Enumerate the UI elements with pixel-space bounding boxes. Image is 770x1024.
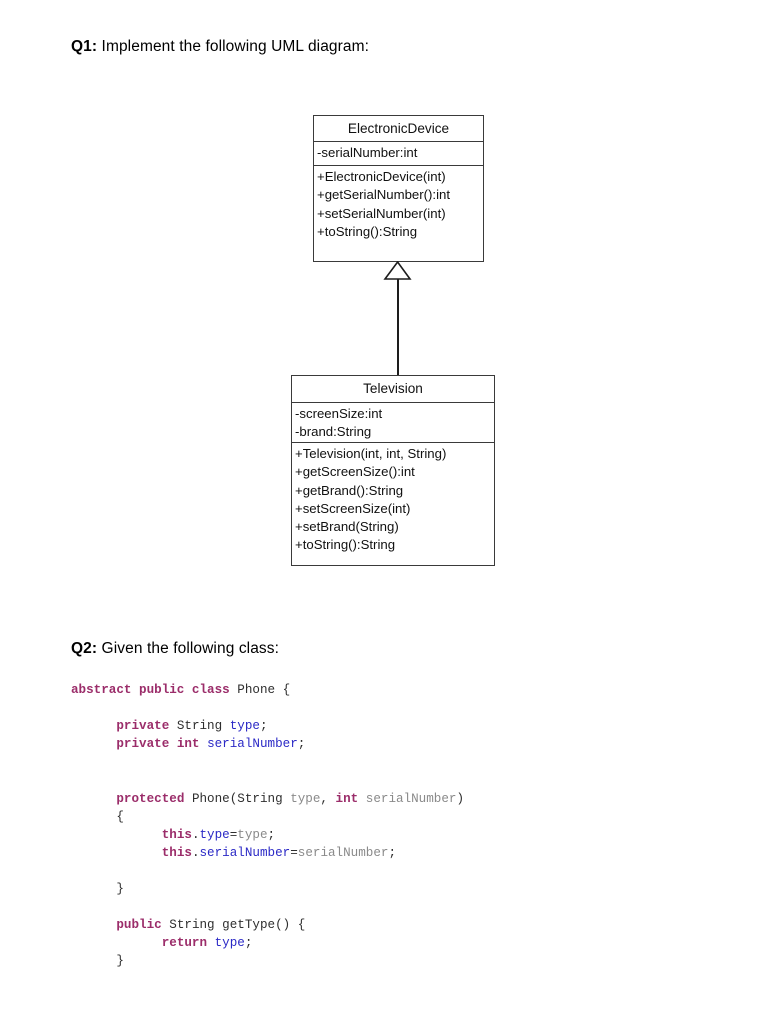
uml-operation: +setScreenSize(int) [295, 500, 411, 516]
uml-operation: +Television(int, int, String) [295, 446, 447, 461]
code-token: serialNumber [207, 737, 298, 752]
uml-attributes-compartment: -serialNumber:int [314, 141, 483, 165]
uml-operation: +ElectronicDevice(int) [317, 169, 446, 184]
java-code-block: abstract public class Phone { private St… [71, 681, 464, 971]
uml-attribute: -screenSize:int [295, 406, 383, 421]
uml-diagram: ElectronicDevice -serialNumber:int +Elec… [291, 115, 495, 566]
code-line [71, 862, 464, 880]
question-2-heading: Q2: Given the following class: [71, 640, 279, 658]
code-line [71, 771, 464, 789]
code-token: } [71, 882, 124, 897]
code-token: type [199, 827, 230, 842]
code-line: abstract public class Phone { [71, 681, 464, 699]
code-token: int [335, 791, 366, 806]
code-token: this [161, 845, 192, 860]
code-token: type [229, 719, 260, 734]
code-line: public String getType() { [71, 916, 464, 934]
code-token: ; [267, 827, 276, 842]
uml-class-television: Television -screenSize:int -brand:String… [291, 375, 495, 566]
code-line: protected Phone(String type, int serialN… [71, 790, 464, 808]
uml-operation: +getSerialNumber():int [317, 187, 451, 203]
code-line [71, 753, 464, 771]
uml-operation: +setBrand(String) [295, 519, 399, 535]
uml-operation: +toString():String [317, 223, 418, 239]
code-token: . [191, 827, 200, 842]
code-token: { [71, 809, 124, 824]
code-token [71, 918, 116, 932]
uml-attributes-compartment: -screenSize:int -brand:String [292, 402, 494, 442]
code-token: serialNumber [365, 791, 457, 806]
code-line [71, 699, 464, 717]
uml-class-name: Television [363, 381, 423, 396]
code-token: ; [259, 719, 268, 734]
uml-operation: +setSerialNumber(int) [317, 205, 446, 221]
code-line: this.type=type; [71, 826, 464, 844]
code-token: type [290, 791, 321, 806]
uml-attribute: -brand:String [295, 424, 372, 440]
code-token: = [229, 827, 238, 842]
hollow-triangle-icon [383, 261, 412, 280]
code-token: protected [116, 791, 192, 806]
code-token: ; [244, 936, 253, 951]
code-token: , [320, 791, 336, 806]
code-line: } [71, 880, 464, 898]
code-token: . [191, 845, 200, 860]
uml-class-electronicdevice: ElectronicDevice -serialNumber:int +Elec… [313, 115, 484, 262]
code-line: return type; [71, 934, 464, 952]
code-token: serialNumber [199, 845, 291, 860]
code-token: ; [388, 845, 397, 860]
code-token: type [214, 936, 245, 951]
code-line: private int serialNumber; [71, 735, 464, 753]
code-token: Phone { [237, 683, 291, 697]
code-token: type [237, 827, 268, 842]
uml-generalization-stem [396, 279, 399, 376]
code-line: this.serialNumber=serialNumber; [71, 844, 464, 862]
uml-operation: +getBrand():String [295, 482, 404, 498]
code-token: ; [297, 737, 306, 752]
code-token: abstract public class [71, 683, 238, 697]
question-1-text: Implement the following UML diagram: [97, 38, 370, 55]
code-line [71, 898, 464, 916]
uml-operation: +toString():String [295, 537, 396, 553]
uml-operations-compartment: +Television(int, int, String) +getScreen… [292, 442, 494, 565]
code-line: { [71, 808, 464, 826]
question-2-label: Q2: [71, 640, 98, 657]
code-token [71, 737, 116, 751]
code-token: String [176, 719, 230, 734]
uml-generalization-arrow [383, 261, 413, 376]
code-token: serialNumber [297, 845, 389, 860]
code-token [71, 828, 162, 842]
code-token: return [161, 936, 215, 951]
uml-operation: +getScreenSize():int [295, 464, 415, 480]
code-token [71, 846, 162, 860]
code-token: this [161, 827, 192, 842]
code-token: public [116, 918, 170, 933]
code-token: String getType() { [169, 918, 306, 933]
code-token: Phone(String [191, 791, 291, 806]
code-token: = [290, 845, 298, 860]
code-token [71, 719, 116, 733]
question-1-heading: Q1: Implement the following UML diagram: [71, 38, 369, 56]
uml-attribute: -serialNumber:int [317, 145, 418, 160]
question-1-label: Q1: [71, 38, 98, 55]
code-token [71, 936, 162, 950]
uml-class-name: ElectronicDevice [347, 121, 450, 136]
code-line: } [71, 952, 464, 970]
code-token: } [71, 954, 124, 969]
code-line: private String type; [71, 717, 464, 735]
code-token: private [116, 719, 177, 734]
code-token: ) [456, 791, 465, 806]
code-token [71, 792, 116, 806]
code-token: private int [116, 737, 208, 752]
uml-operations-compartment: +ElectronicDevice(int) +getSerialNumber(… [314, 165, 483, 261]
question-2-text: Given the following class: [97, 640, 280, 657]
